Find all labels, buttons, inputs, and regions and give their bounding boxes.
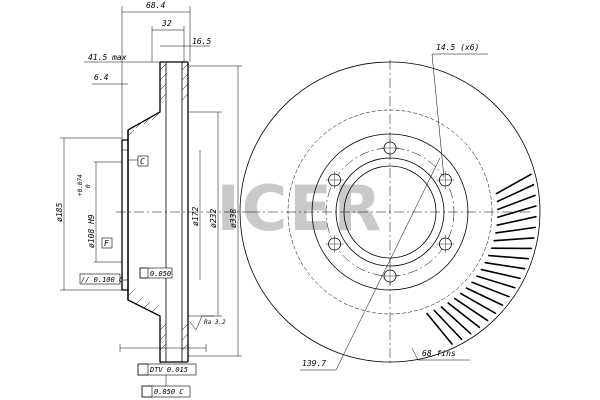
front-view: 14.5 (x6) 139.7 68 fins (239, 43, 541, 371)
pcd-leader (335, 157, 441, 371)
fin (488, 254, 530, 260)
fin (447, 302, 481, 329)
dim-108-tol-upper: +0.074 (77, 174, 84, 196)
fin (440, 306, 472, 335)
bolt-leader (431, 53, 445, 179)
runout-tolerance: 0.050 C (154, 388, 184, 396)
fin (493, 237, 535, 242)
fin (480, 268, 521, 280)
datum-c-box (137, 155, 149, 167)
flatness-tolerance: 0.050 (150, 270, 171, 278)
fin (497, 194, 536, 211)
fin (471, 281, 510, 298)
fin (465, 287, 504, 306)
parallel-frame (79, 273, 121, 285)
section-view: 68.4 32 16.5 41.5 max 6.4 ø185 ø108 H9 +… (55, 1, 250, 398)
dim-172: ø172 (191, 207, 200, 226)
dim-6-4: 6.4 (94, 73, 109, 82)
parallel-tolerance: // 0.100 C (81, 276, 124, 284)
fin (433, 309, 463, 341)
dim-185: ø185 (55, 203, 64, 222)
dim-32: 32 (161, 19, 172, 28)
fin (453, 297, 489, 322)
fin (495, 173, 532, 195)
hub-outline (121, 130, 129, 300)
cooling-fins (426, 173, 537, 345)
fin (496, 215, 537, 226)
fin (426, 312, 453, 345)
fin (460, 292, 497, 314)
section-hatching (127, 63, 189, 351)
bolt-holes (325, 139, 455, 285)
dim-41-5: 41.5 max (88, 53, 127, 62)
roughness-symbol (189, 315, 214, 331)
dim-108: ø108 H9 (87, 214, 96, 248)
fin (496, 183, 535, 203)
dim-232: ø232 (209, 209, 218, 228)
fins-leader (411, 347, 419, 361)
dtv-tolerance: DTV 0.015 (149, 366, 188, 374)
fin (476, 275, 516, 289)
fin (495, 226, 536, 234)
watermark: ICER (217, 172, 384, 245)
pcd-callout: 139.7 (302, 359, 326, 368)
dim-68-4: 68.4 (146, 1, 165, 10)
dim-108-tol-lower: 0 (85, 184, 92, 188)
datum-f: F (104, 239, 109, 248)
friction-faces (165, 62, 183, 362)
bolt-hole-callout: 14.5 (x6) (436, 43, 479, 52)
fin (484, 261, 526, 270)
fins-callout: 68 fins (422, 349, 456, 358)
hub-bore (121, 149, 129, 281)
fin (497, 205, 537, 219)
datum-c: C (140, 157, 145, 166)
dim-16-5: 16.5 (192, 37, 211, 46)
roughness: Ra 3.2 (204, 319, 226, 326)
datum-f-box (101, 237, 113, 249)
dim-338: ø338 (229, 209, 238, 228)
